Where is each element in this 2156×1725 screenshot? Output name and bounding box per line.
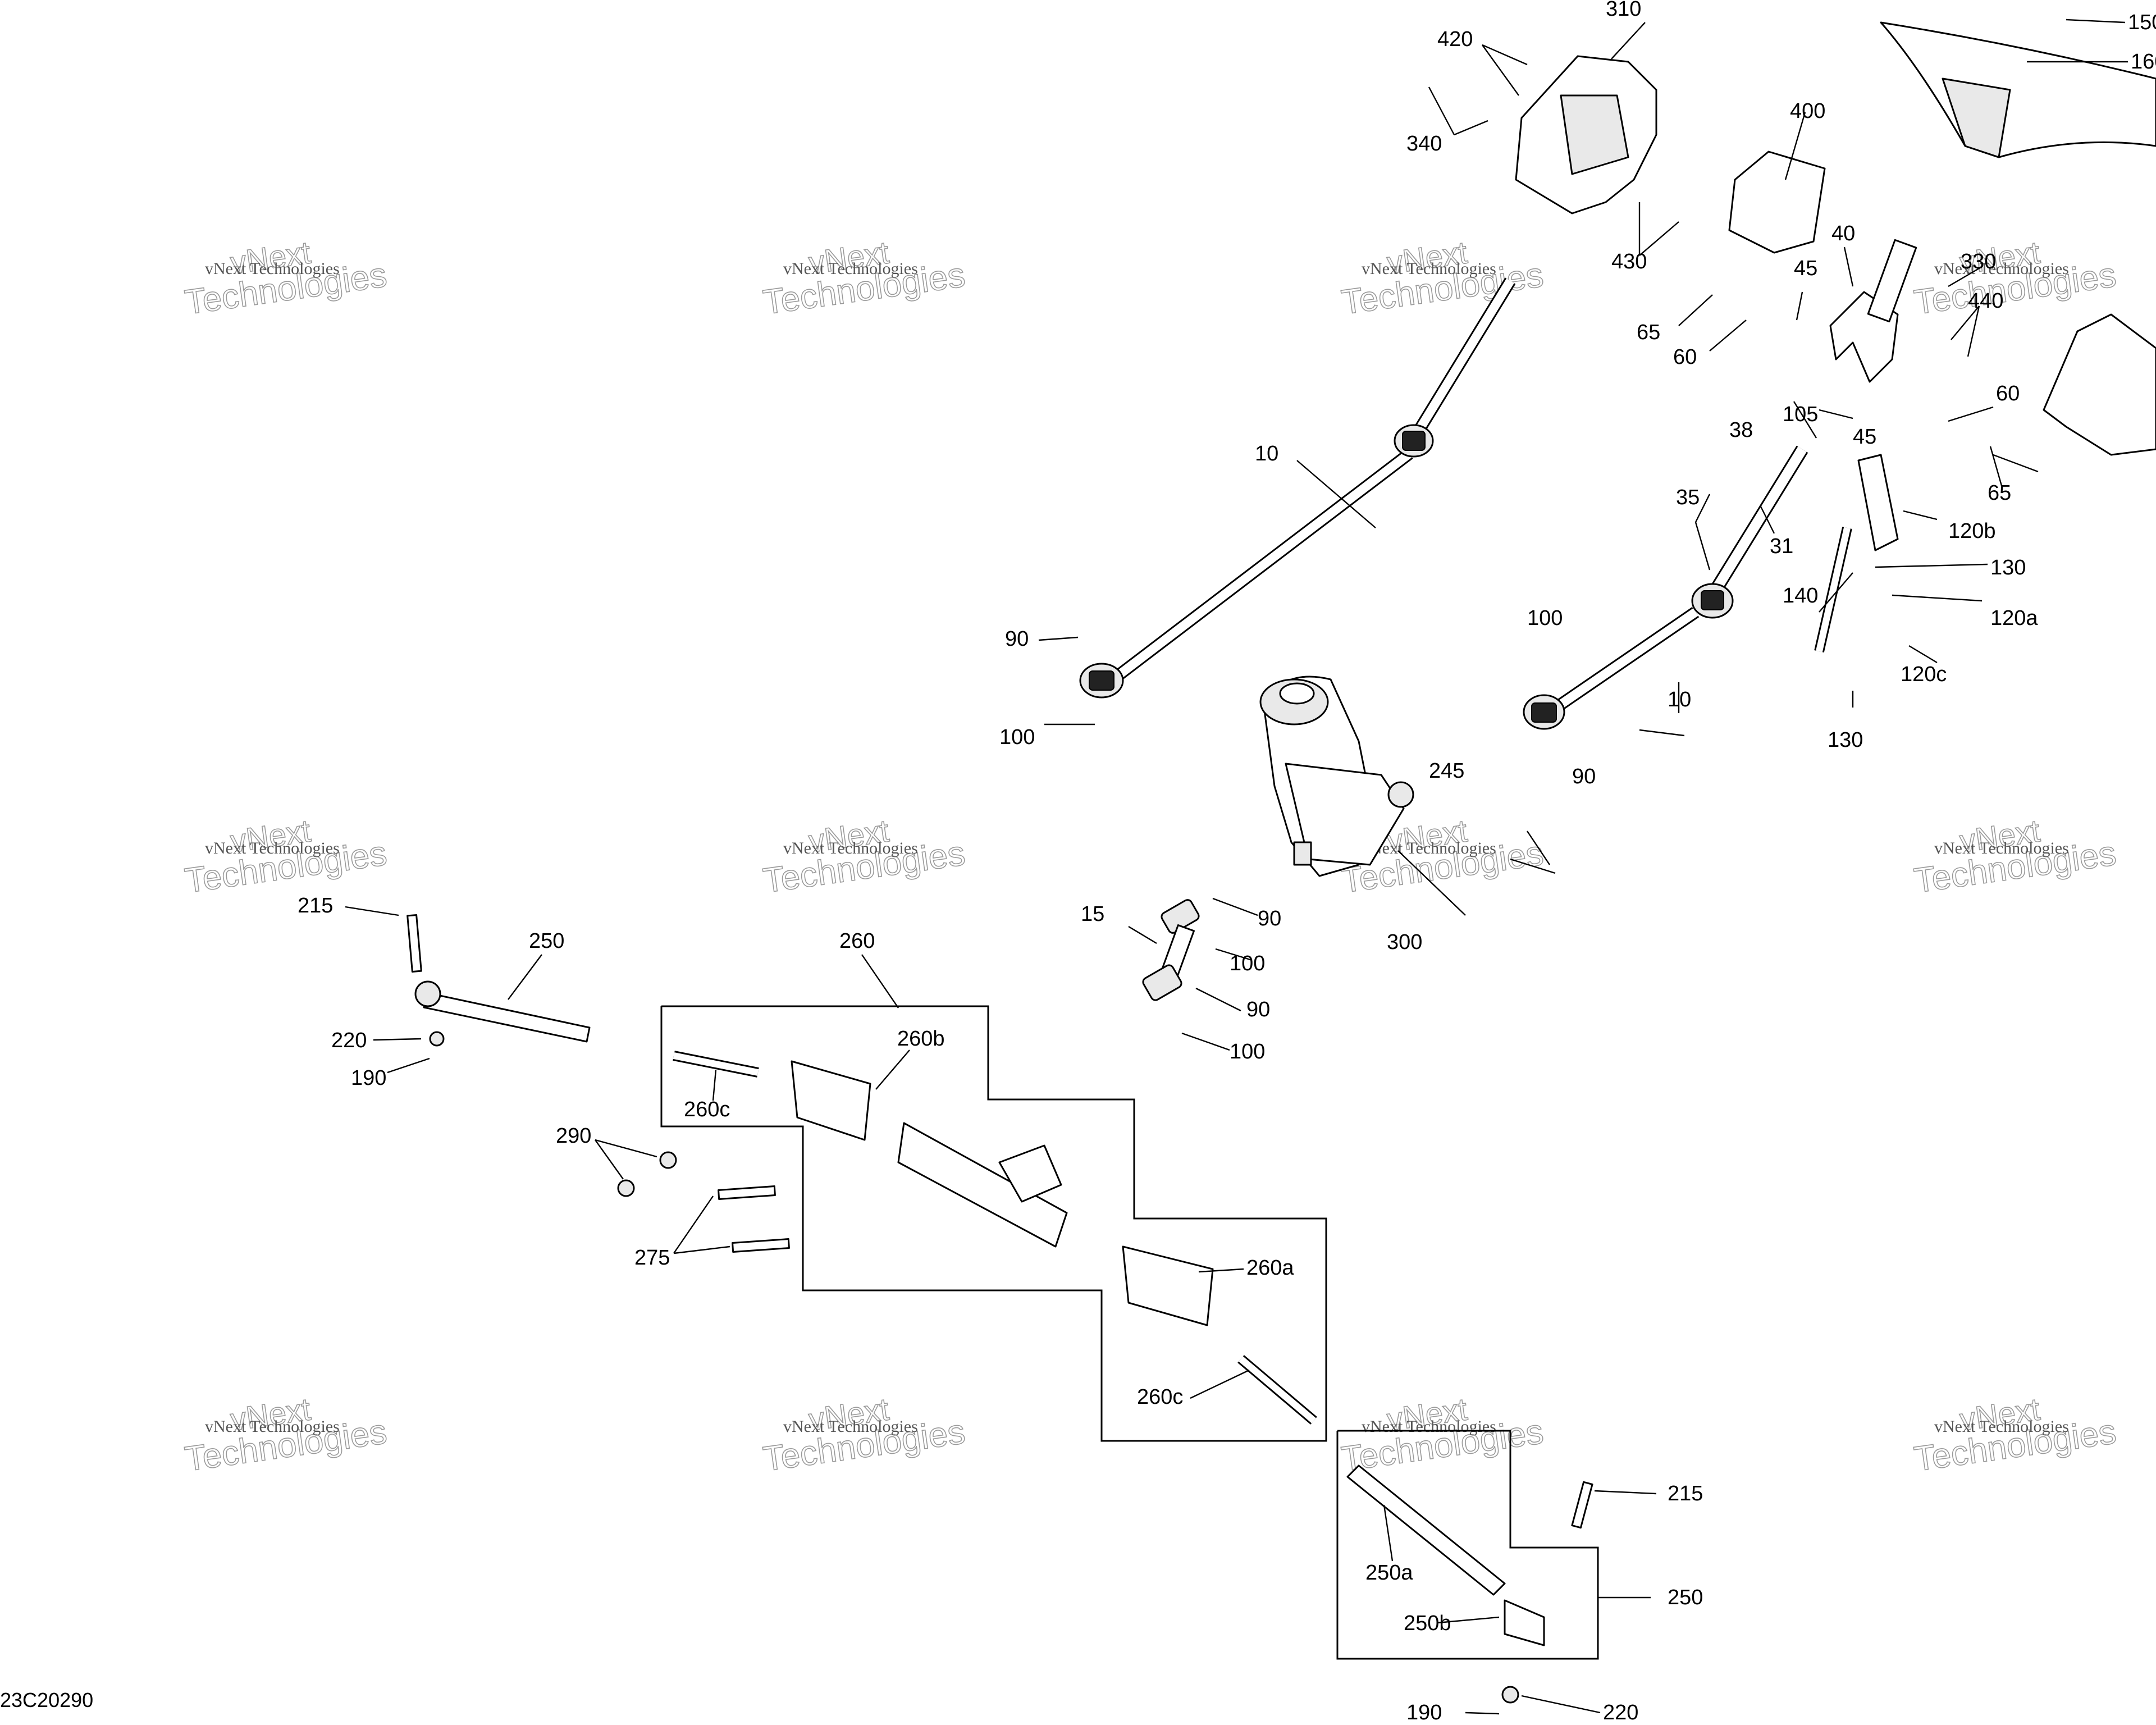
callout-220a: 220 bbox=[331, 1029, 367, 1052]
callout-38: 38 bbox=[1729, 418, 1753, 442]
watermark-small: vNext Technologies bbox=[205, 839, 340, 857]
callout-250b: 250 bbox=[1668, 1586, 1703, 1609]
steering-wheel bbox=[1880, 21, 2156, 158]
tie-rod-right bbox=[1346, 1464, 1593, 1704]
column-support bbox=[1829, 239, 1917, 383]
callout-65a: 65 bbox=[1637, 321, 1660, 344]
intermediate-shaft bbox=[1142, 899, 1200, 1001]
callout-35: 35 bbox=[1676, 486, 1700, 509]
callout-420: 420 bbox=[1437, 28, 1473, 51]
callout-60a: 60 bbox=[1673, 345, 1697, 369]
callout-120b: 120b bbox=[1948, 519, 1996, 543]
diagram-code: 23C20290 bbox=[0, 1689, 93, 1712]
callout-90b: 90 bbox=[1005, 627, 1029, 651]
callout-90d: 90 bbox=[1246, 998, 1270, 1021]
callout-260a: 260a bbox=[1246, 1256, 1294, 1280]
callout-300: 300 bbox=[1387, 930, 1422, 954]
mount-plate bbox=[1728, 150, 1826, 254]
right-bracket bbox=[2043, 313, 2156, 456]
watermark-small: vNext Technologies bbox=[1934, 839, 2069, 857]
callout-120a: 120a bbox=[1990, 606, 2038, 630]
callout-190b: 190 bbox=[1406, 1701, 1442, 1724]
watermark-small: vNext Technologies bbox=[205, 1417, 340, 1436]
callout-100b: 100 bbox=[999, 725, 1035, 749]
callout-130b: 130 bbox=[1828, 728, 1863, 752]
callout-15: 15 bbox=[1081, 902, 1104, 926]
callout-190a: 190 bbox=[351, 1066, 386, 1090]
tie-rod-group-box bbox=[1336, 1430, 1599, 1660]
callout-130a: 130 bbox=[1990, 556, 2026, 579]
callout-250a: 250 bbox=[529, 929, 564, 953]
callout-90a: 90 bbox=[1572, 765, 1596, 788]
watermark-small: vNext Technologies bbox=[205, 259, 340, 278]
callout-275: 275 bbox=[634, 1246, 670, 1270]
callout-220b: 220 bbox=[1603, 1701, 1638, 1724]
leader-lines bbox=[345, 19, 2128, 1715]
callout-215a: 215 bbox=[298, 894, 333, 918]
callout-245: 245 bbox=[1429, 759, 1464, 783]
watermark: vNext Technologies bbox=[760, 1391, 968, 1480]
callout-60b: 60 bbox=[1996, 382, 2020, 405]
callout-310: 310 bbox=[1606, 0, 1641, 21]
steering-shaft-upper bbox=[1079, 277, 1516, 699]
callout-45a: 45 bbox=[1794, 257, 1817, 280]
column-bracket bbox=[1515, 55, 1657, 215]
callout-10a: 10 bbox=[1255, 442, 1278, 466]
callout-260b: 260b bbox=[897, 1027, 945, 1051]
steering-damper bbox=[1814, 454, 1899, 652]
callout-330: 330 bbox=[1961, 250, 1996, 273]
watermark-small: vNext Technologies bbox=[783, 839, 918, 857]
callout-260c-2: 260c bbox=[1137, 1385, 1183, 1409]
watermark-small: vNext Technologies bbox=[783, 1417, 918, 1436]
callout-160: 160 bbox=[2131, 50, 2156, 74]
callout-440: 440 bbox=[1968, 289, 2003, 313]
callout-290: 290 bbox=[556, 1124, 591, 1148]
callout-400: 400 bbox=[1790, 99, 1825, 123]
watermark-small: vNext Technologies bbox=[1362, 1417, 1496, 1436]
watermark-small: vNext Technologies bbox=[1362, 259, 1496, 278]
power-steering-unit bbox=[1259, 676, 1414, 877]
callout-250b-sub: 250b bbox=[1404, 1612, 1451, 1635]
callout-90c: 90 bbox=[1258, 907, 1281, 930]
mount-bolts bbox=[617, 1151, 790, 1253]
steering-shaft-lower bbox=[1523, 445, 1808, 730]
watermark-small: vNext Technologies bbox=[1934, 1417, 2069, 1436]
callout-65b: 65 bbox=[1988, 481, 2011, 505]
callout-45b: 45 bbox=[1853, 425, 1876, 449]
callout-100a: 100 bbox=[1527, 606, 1563, 630]
callout-100d: 100 bbox=[1230, 1040, 1265, 1064]
callout-340: 340 bbox=[1406, 132, 1442, 156]
callout-260c-1: 260c bbox=[684, 1098, 730, 1121]
watermark-small: vNext Technologies bbox=[1934, 259, 2069, 278]
rack-assembly-group-box bbox=[660, 1005, 1327, 1442]
callout-105: 105 bbox=[1783, 403, 1818, 426]
watermark-small: vNext Technologies bbox=[783, 259, 918, 278]
callout-100c: 100 bbox=[1230, 952, 1265, 975]
callout-215b: 215 bbox=[1668, 1482, 1703, 1505]
callout-430: 430 bbox=[1611, 250, 1647, 273]
callout-150: 150 bbox=[2128, 11, 2156, 34]
steering-rack bbox=[673, 1051, 1317, 1425]
callout-10b: 10 bbox=[1668, 688, 1691, 711]
callout-120c: 120c bbox=[1901, 663, 1947, 686]
callout-40: 40 bbox=[1831, 222, 1855, 245]
callout-31: 31 bbox=[1770, 535, 1793, 558]
callout-250a-sub: 250a bbox=[1365, 1561, 1413, 1585]
tie-rod-left bbox=[406, 914, 591, 1047]
callout-140: 140 bbox=[1783, 584, 1818, 608]
callout-260: 260 bbox=[839, 929, 875, 953]
